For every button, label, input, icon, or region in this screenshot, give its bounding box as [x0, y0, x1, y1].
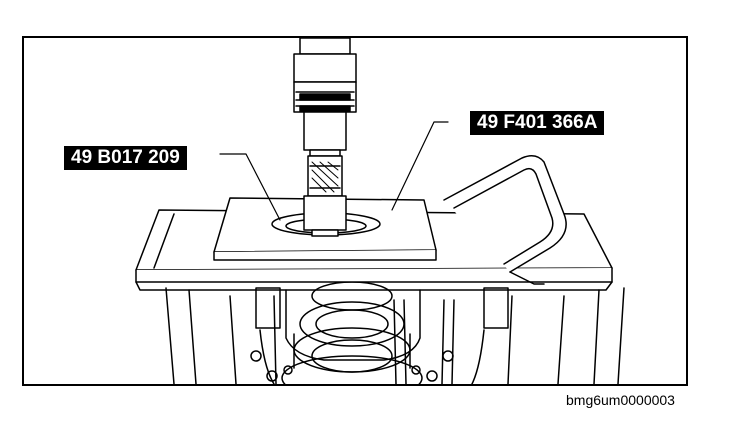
leader-lines	[219, 121, 449, 221]
figure-code: bmg6um0000003	[566, 392, 675, 408]
installer-shaft	[293, 38, 357, 237]
callout-tool-49-f401-366a: 49 F401 366A	[470, 111, 605, 135]
bearing-bore	[281, 281, 423, 384]
illustration-frame: 49 B017 209 49 F401 366A	[22, 36, 688, 386]
installation-drawing	[135, 38, 625, 384]
callout-tool-49-b017-209: 49 B017 209	[64, 146, 187, 170]
bolt-holes	[250, 350, 454, 382]
carry-handle	[443, 155, 567, 285]
housing-lower	[165, 287, 625, 384]
